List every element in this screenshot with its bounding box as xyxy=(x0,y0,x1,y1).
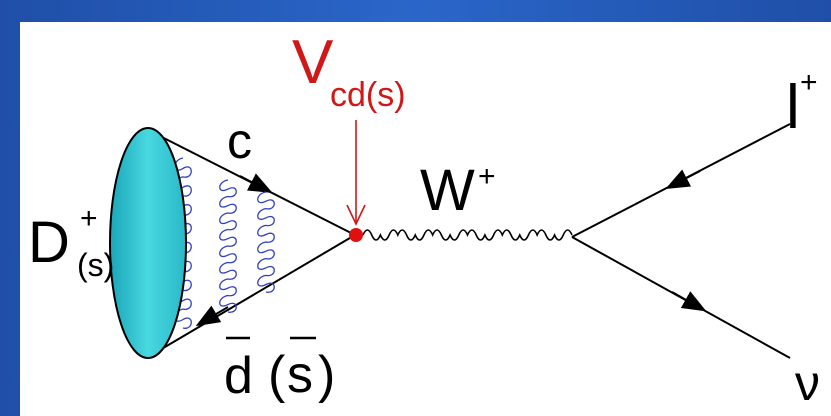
lepton-label: l xyxy=(786,73,800,142)
antiquark-paren-close: ) xyxy=(318,346,335,404)
ckm-subscript: cd(s) xyxy=(330,76,406,114)
gluon-coil-3 xyxy=(257,191,275,293)
gluon-coil-2 xyxy=(219,179,237,313)
antiquark-label: d xyxy=(224,347,253,405)
meson-label: D xyxy=(28,210,70,275)
quark-label-c: c xyxy=(227,113,252,169)
arrow-antiquark xyxy=(195,305,229,327)
meson-charge: + xyxy=(80,202,98,235)
meson-subscript: (s) xyxy=(77,247,114,283)
w-boson-propagator xyxy=(362,229,573,241)
boson-charge: + xyxy=(478,160,496,193)
boson-label: W xyxy=(420,158,475,223)
arrow-c xyxy=(239,173,273,194)
lepton-charge: + xyxy=(800,66,818,99)
antiquark-paren-open: ( xyxy=(268,346,286,404)
neutrino-label: ν xyxy=(795,355,820,411)
meson-blob xyxy=(109,127,187,359)
vertex-dot xyxy=(349,228,363,242)
antiquark-line xyxy=(147,234,356,358)
ckm-label: V xyxy=(292,28,334,97)
ckm-arrow-head xyxy=(346,204,366,226)
arrow-lepton xyxy=(665,169,701,190)
gluon-lines xyxy=(174,157,275,329)
antiquark-label-s: s xyxy=(287,346,313,404)
arrow-neutrino xyxy=(671,291,707,312)
